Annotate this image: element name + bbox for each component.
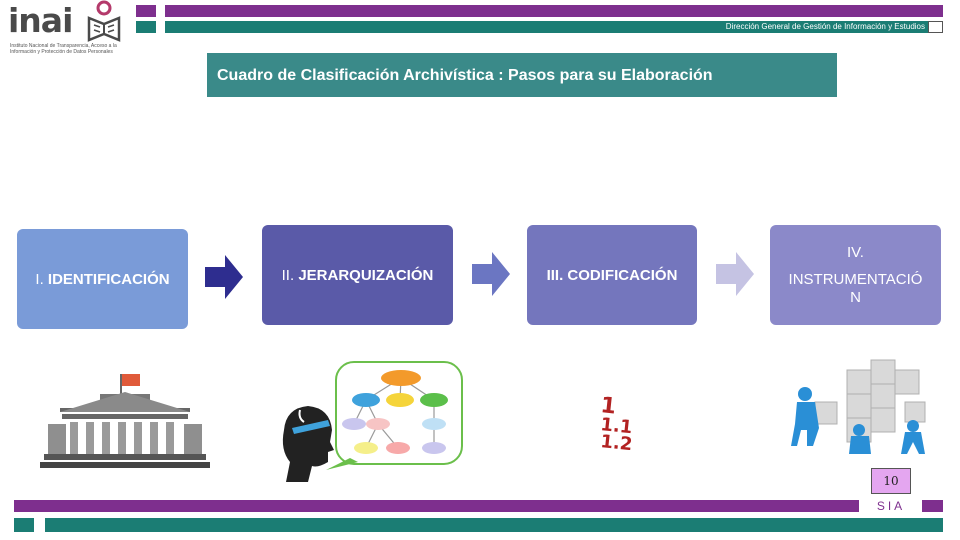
header-bar-cap bbox=[928, 21, 943, 33]
government-building-icon bbox=[40, 374, 210, 468]
header-bar-teal bbox=[165, 21, 928, 33]
numbering-text-1: 1 bbox=[599, 393, 617, 419]
footer-bar-teal bbox=[45, 518, 943, 532]
step-codificacion: III. CODIFICACIÓN bbox=[527, 225, 697, 325]
step-numeral: I. bbox=[35, 270, 44, 288]
footer-brand: SIA bbox=[876, 499, 906, 513]
step-numeral: III. bbox=[546, 266, 564, 284]
step-numeral: IV. bbox=[847, 243, 864, 261]
logo-tagline: Instituto Nacional de Transparencia, Acc… bbox=[10, 43, 117, 55]
footer-bar-accent bbox=[922, 500, 943, 512]
arrow-right-icon bbox=[205, 255, 243, 299]
step-label: JERARQUIZACIÓN bbox=[298, 266, 434, 284]
step-label: INSTRUMENTACIÓ N bbox=[788, 270, 923, 306]
head-diagram-icon bbox=[282, 361, 463, 482]
footer-bar-teal-accent bbox=[14, 518, 34, 532]
header-subtitle: Dirección General de Gestión de Informac… bbox=[725, 22, 925, 31]
footer-bar-purple bbox=[14, 500, 859, 512]
step-label: IDENTIFICACIÓN bbox=[47, 270, 170, 288]
inai-logo: inai Instituto Nacional de Transparencia… bbox=[8, 2, 126, 60]
step-label: CODIFICACIÓN bbox=[567, 266, 678, 284]
page-title: Cuadro de Clasificación Archivística : P… bbox=[207, 53, 837, 97]
logo-reader-icon bbox=[87, 0, 121, 42]
page-number: 10 bbox=[871, 468, 911, 494]
numbering-text-1-2: 1.2 bbox=[599, 431, 633, 450]
header-bar-accent bbox=[136, 5, 156, 17]
puzzle-team-icon bbox=[791, 359, 926, 454]
header-bar-purple bbox=[165, 5, 943, 17]
arrow-right-icon bbox=[472, 252, 510, 296]
logo-wordmark: inai bbox=[8, 1, 73, 40]
step-numeral: II. bbox=[281, 266, 295, 284]
arrow-right-icon bbox=[716, 252, 754, 296]
numbering-icon: 1 1.1 1.2 bbox=[599, 393, 633, 450]
step-instrumentacion: IV. INSTRUMENTACIÓ N bbox=[770, 225, 941, 325]
header-bar-teal-accent bbox=[136, 21, 156, 33]
step-identificacion: I. IDENTIFICACIÓN bbox=[17, 229, 188, 329]
numbering-text-1-1: 1.1 bbox=[599, 414, 633, 438]
step-jerarquizacion: II. JERARQUIZACIÓN bbox=[262, 225, 453, 325]
